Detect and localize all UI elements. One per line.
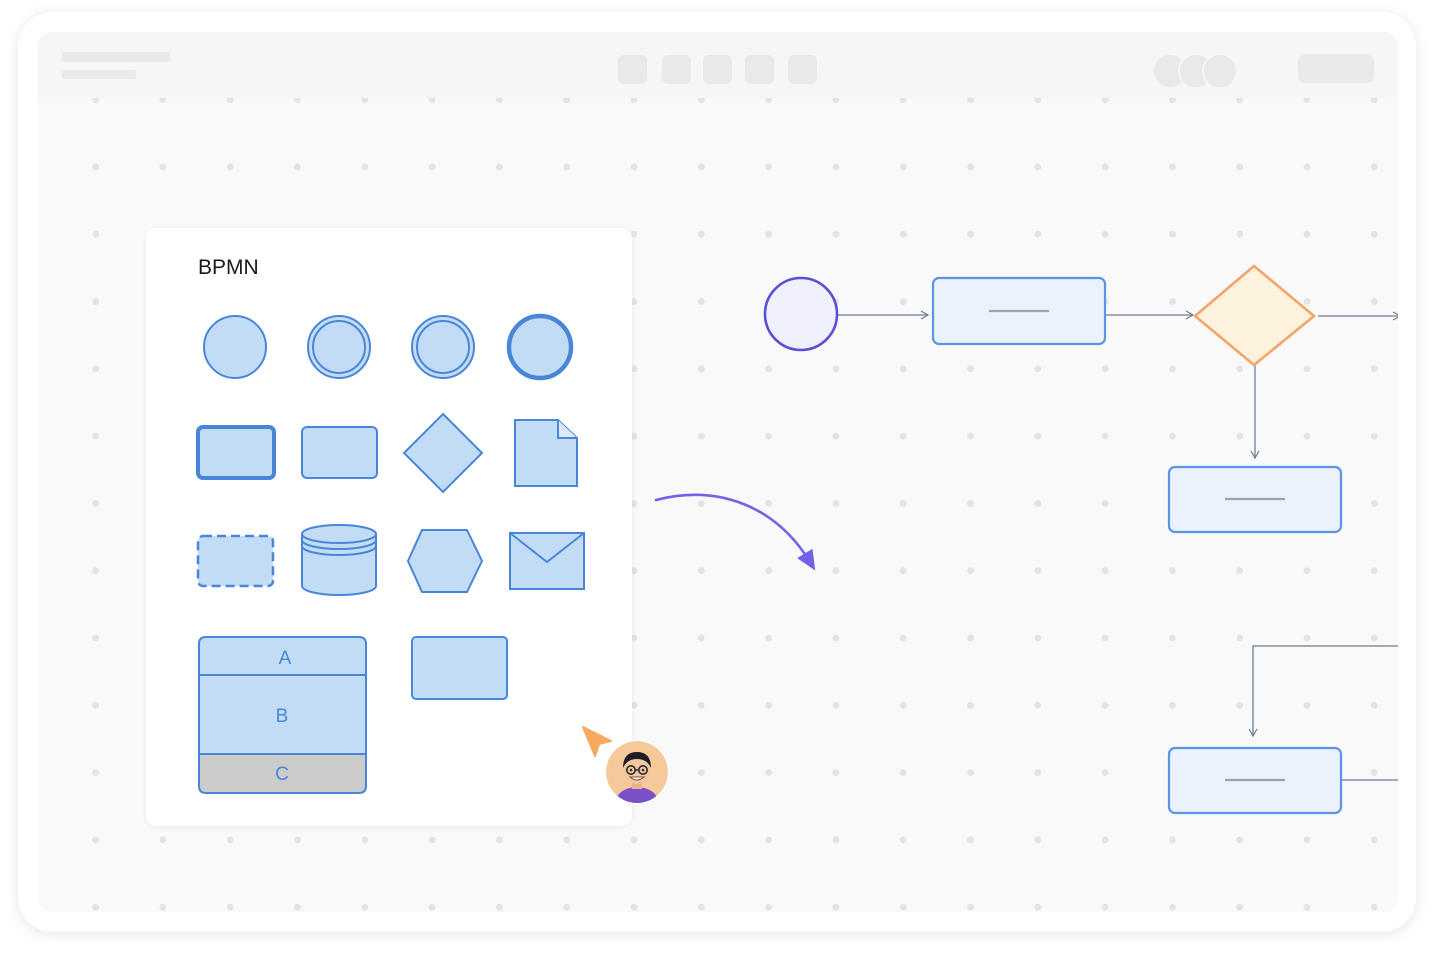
document-subtitle-placeholder xyxy=(62,70,136,79)
shape-pool[interactable]: A B C xyxy=(198,636,367,794)
collaborator-cursor-avatar xyxy=(605,740,669,804)
connector-incoming-loop[interactable] xyxy=(1248,645,1398,738)
bpmn-shape-panel: BPMN xyxy=(146,228,632,826)
toolbar-button-3[interactable] xyxy=(703,55,732,84)
shape-message[interactable] xyxy=(509,532,585,590)
toolbar-button-2[interactable] xyxy=(662,55,691,84)
shape-task[interactable] xyxy=(301,426,378,479)
shape-intermediate-event-alt[interactable] xyxy=(411,315,475,379)
panel-title: BPMN xyxy=(198,256,259,279)
drag-arrow xyxy=(654,493,816,571)
shape-start-event[interactable] xyxy=(203,315,267,379)
shape-event-subprocess[interactable] xyxy=(196,534,275,588)
exclusive-gateway[interactable] xyxy=(1193,264,1316,367)
share-button[interactable] xyxy=(1298,54,1374,83)
pool-lane-label-b: B xyxy=(276,706,289,727)
start-event[interactable] xyxy=(763,276,839,352)
shape-data-object[interactable] xyxy=(514,419,578,487)
cursor-pointer-icon xyxy=(582,726,612,757)
toolbar-button-1[interactable] xyxy=(618,55,647,84)
diagram-canvas[interactable] xyxy=(38,32,1398,912)
shape-gateway[interactable] xyxy=(402,412,484,494)
shape-group[interactable] xyxy=(411,636,508,700)
collaborator-avatar-3[interactable] xyxy=(1202,53,1238,89)
flow-diagram xyxy=(654,264,1398,815)
top-toolbar xyxy=(38,32,1398,98)
shape-end-event[interactable] xyxy=(506,313,574,381)
shape-library-grid: A B C xyxy=(196,313,612,794)
pool-lane-label-c: C xyxy=(275,764,289,785)
pool-lane-label-a: A xyxy=(279,648,292,669)
shape-conversation[interactable] xyxy=(406,529,484,593)
shape-data-store[interactable] xyxy=(301,524,377,596)
toolbar-button-5[interactable] xyxy=(788,55,817,84)
toolbar-button-4[interactable] xyxy=(745,55,774,84)
shape-intermediate-event[interactable] xyxy=(307,315,371,379)
document-title-placeholder xyxy=(62,52,170,62)
shape-call-activity[interactable] xyxy=(196,425,276,480)
